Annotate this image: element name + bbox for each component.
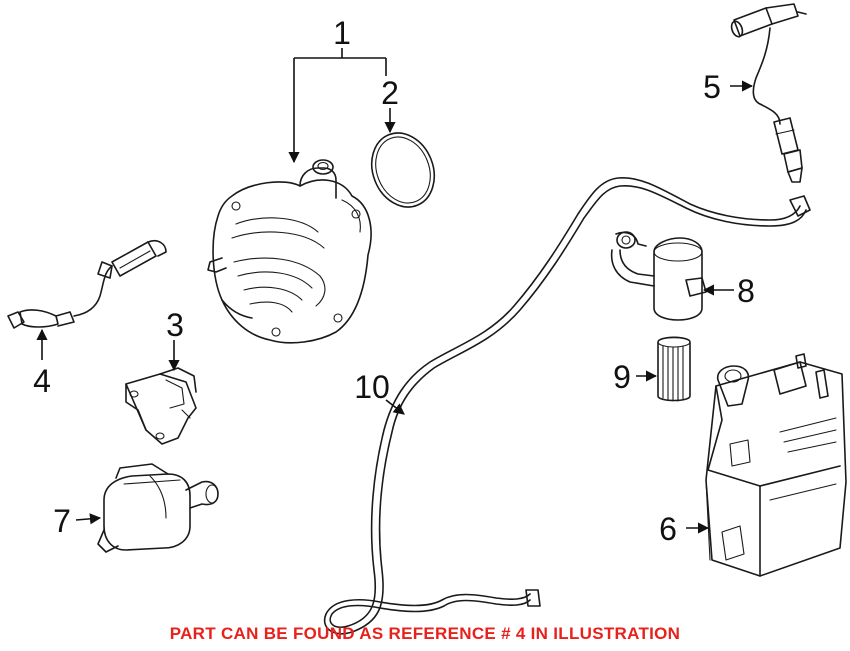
vacuum-pump <box>207 159 372 344</box>
callout-1: 1 <box>333 15 351 51</box>
callout-9: 9 <box>613 359 631 395</box>
vapor-line <box>323 177 811 635</box>
callout-3: 3 <box>166 307 184 343</box>
callout-5: 5 <box>703 69 721 105</box>
filter <box>657 336 691 402</box>
leader-lines <box>36 48 754 534</box>
callout-7: 7 <box>53 503 71 539</box>
charcoal-canister <box>705 353 847 577</box>
callout-2: 2 <box>381 75 399 111</box>
callout-8: 8 <box>737 273 755 309</box>
pressure-sensor <box>125 367 197 445</box>
pump-seal-ring <box>370 132 436 208</box>
oxygen-sensor-front <box>7 239 167 329</box>
oxygen-sensor-rear <box>730 3 807 183</box>
footer-note: PART CAN BE FOUND AS REFERENCE # 4 IN IL… <box>169 624 681 643</box>
leak-detection-pump <box>610 231 707 321</box>
callout-10: 10 <box>354 369 390 405</box>
callout-4: 4 <box>33 363 51 399</box>
purge-valve <box>97 463 219 553</box>
callout-numbers: 1 2 3 4 5 6 7 8 9 10 <box>33 15 755 547</box>
callout-6: 6 <box>659 511 677 547</box>
